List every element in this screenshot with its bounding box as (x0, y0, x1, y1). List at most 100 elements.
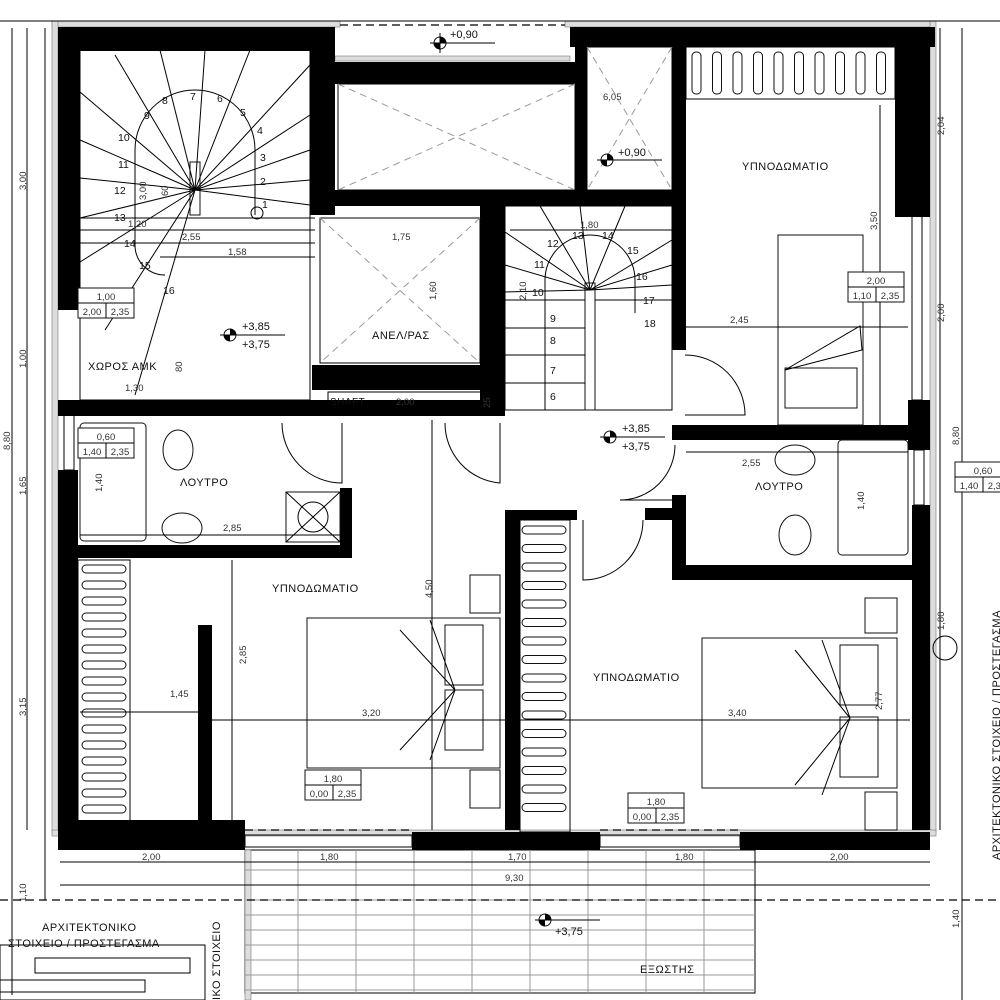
hanger-icon (81, 676, 127, 686)
hanger-icon (81, 724, 127, 734)
step-number: 10 (118, 132, 130, 144)
level-markers: +0,90 +0,90 +3,85 +3,75 +3,85 +3,75 +3,7… (220, 29, 665, 938)
hanger-icon (691, 51, 702, 95)
doors (281, 354, 746, 581)
step-number: 14 (124, 238, 136, 250)
hanger-icon (521, 766, 567, 775)
hanger-icon (521, 525, 567, 535)
hanger-icon (81, 660, 127, 670)
stair-tread-line (134, 189, 196, 396)
dimension-text: 1,75 (392, 232, 411, 243)
dimension-text: 3,00 (138, 182, 149, 201)
level-marker-icon (220, 328, 285, 342)
hanger-icon (521, 803, 567, 812)
dimension-text: 1,65 (18, 477, 29, 496)
hanger-icon (521, 692, 567, 701)
spiral-stair-middle (504, 205, 673, 411)
sink-icon (161, 512, 203, 544)
dimension-text: 1,70 (508, 852, 527, 863)
room-label-lift: ΑΝΕΛ/ΡΑΣ (372, 330, 430, 342)
hanger-icon (81, 644, 127, 654)
stair-tread-line (194, 49, 251, 191)
stair-tread-line (79, 189, 196, 263)
stair-tread-line (79, 189, 196, 219)
level-marker-icon (597, 153, 662, 167)
stair-tread-line (589, 284, 673, 291)
hanger-icon (521, 747, 567, 757)
downpipe-icon (932, 635, 958, 661)
stair-tread-line (194, 179, 311, 191)
room-label-bedroom: ΥΠΝΟΔΩΜΑΤΙΟ (742, 161, 829, 173)
level-label: +3,85 (622, 423, 650, 435)
step-number: 15 (139, 260, 151, 272)
dimension-texts: 1,75 1,58 2,55 1,60 1,30 80 2,00 25 6,05… (2, 92, 962, 928)
hanger-icon (81, 628, 127, 638)
hanger-icon (521, 673, 567, 683)
hanger-icon (521, 544, 567, 553)
arch-element-vertical-label: ΑΡΧΙΤΕΚΤΟΝΙΚΟ ΣΤΟΙΧΕΙΟ / ΠΡΟΣΤΕΓΑΣΜΑ (991, 610, 1000, 860)
dimension-text: 2,55 (742, 458, 761, 469)
stair-tread-line (79, 177, 196, 191)
step-number: 13 (114, 212, 126, 224)
dimension-text: 1,10 (18, 884, 29, 903)
step-number: 12 (547, 238, 559, 250)
dimension-text: 2,00 (830, 852, 849, 863)
window-height: 2,35 (661, 812, 680, 823)
step-number: 7 (550, 365, 556, 377)
hanger-icon (732, 51, 743, 95)
hanger-icon (814, 51, 825, 95)
step-number: 3 (260, 152, 266, 164)
window-info-box: 0,601,402,35 (954, 461, 1000, 493)
dimension-text: 2,00 (936, 304, 947, 323)
stair-tread-line (194, 149, 311, 191)
hanger-icon (521, 655, 567, 664)
arch-element-label: ΣΤΟΙΧΕΙΟ / ΠΡΟΣΤΕΓΑΣΜΑ (8, 938, 160, 950)
stair-tread-line (79, 91, 196, 191)
stair-tread-line (159, 49, 196, 191)
furniture (306, 234, 898, 831)
window-width: 1,40 (960, 481, 979, 492)
level-label: +3,75 (242, 339, 270, 351)
dimension-lines (11, 28, 963, 1000)
dimension-text: 1,40 (94, 474, 105, 493)
hanger-icon (855, 51, 866, 95)
dimension-text: 2,00 (396, 397, 415, 408)
hanger-icon (712, 51, 722, 95)
level-label: +0,90 (618, 147, 646, 159)
balcony-deck (244, 849, 756, 1000)
room-labels: ΧΩΡΟΣ ΑΜΚ ΑΝΕΛ/ΡΑΣ SHAFT ΥΠΝΟΔΩΜΑΤΙΟ ΛΟΥ… (8, 161, 1000, 1000)
dimension-text: 3,20 (362, 708, 381, 719)
step-number: 6 (550, 391, 556, 403)
hanger-icon (81, 612, 127, 622)
step-number: 4 (257, 125, 263, 137)
window-height: 2,35 (338, 789, 357, 800)
dimension-text: 3,50 (869, 212, 880, 231)
wardrobes (77, 46, 896, 833)
stair-tread-line (114, 54, 196, 191)
hanger-icon (81, 740, 127, 750)
stair-step-numbers: 1 2 3 4 5 6 7 8 9 10 11 12 13 14 15 16 6… (114, 91, 656, 403)
dimension-text: 1,45 (170, 689, 189, 700)
window-height: 2,35 (111, 307, 130, 318)
step-number: 9 (144, 110, 150, 122)
window-width: 1,10 (853, 291, 872, 302)
step-number: 11 (534, 259, 545, 271)
room-label-bath: ΛΟΥΤΡΟ (755, 481, 803, 493)
dimension-text: 2,45 (730, 315, 749, 326)
window-width: 0,00 (633, 812, 652, 823)
level-marker-icon (535, 913, 600, 927)
dimension-text: 2,85 (223, 523, 242, 534)
hanger-icon (81, 804, 127, 814)
window-height: 2,35 (988, 481, 1000, 492)
stair-tread-line (589, 205, 626, 291)
window-height: 2,35 (111, 447, 130, 458)
level-marker-icon (430, 33, 495, 53)
room-label-balcony: ΕΞΩΣΤΗΣ (640, 964, 694, 976)
step-number: 10 (532, 287, 544, 299)
step-number: 8 (162, 95, 168, 107)
dimension-text: 9,30 (505, 873, 524, 884)
windows (63, 214, 925, 848)
window-sill: 0,60 (97, 432, 116, 443)
